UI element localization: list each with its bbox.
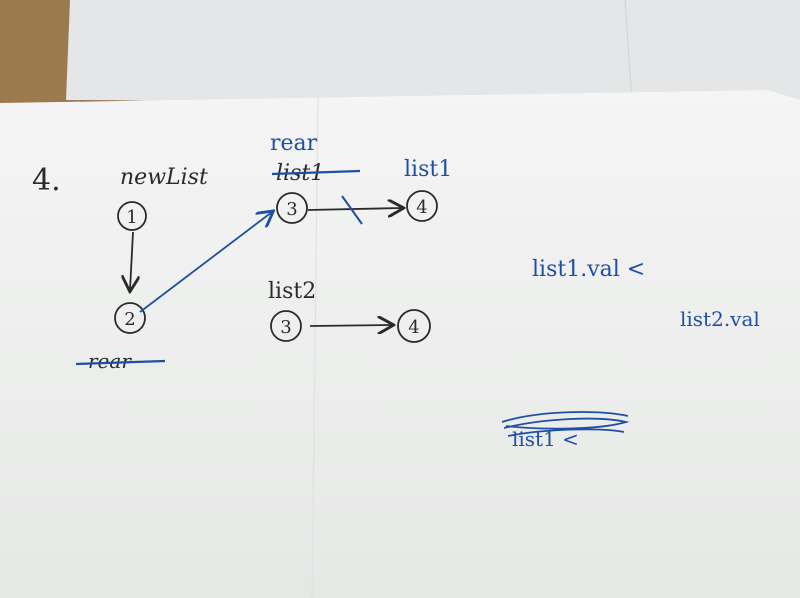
node-circle-3-top xyxy=(276,192,308,224)
scribble-strokes xyxy=(501,411,630,437)
rear-struck-label: rear xyxy=(88,349,132,373)
list2-label: list2 xyxy=(268,279,316,304)
arrow-3-to-4-bottom xyxy=(309,325,392,326)
list1-blue-label: list1 xyxy=(404,157,452,182)
node-value-3-bottom: 3 xyxy=(280,317,291,338)
arrow-1-to-2 xyxy=(130,231,133,290)
node-circle-4-top xyxy=(406,190,438,222)
node-value-3-top: 3 xyxy=(286,199,297,220)
newlist-label: newList xyxy=(120,165,208,190)
front-paper-fold xyxy=(311,97,319,598)
back-paper-sheet xyxy=(66,0,800,105)
front-paper-sheet xyxy=(0,90,800,598)
node-circle-3-bottom xyxy=(270,310,302,342)
cut-link-mark xyxy=(341,195,363,225)
rear-top-label: rear xyxy=(270,131,318,156)
condition-line-2: list2.val xyxy=(680,307,760,331)
blue-arrow-2-to-3 xyxy=(139,212,272,313)
node-circle-4-bottom xyxy=(397,309,431,343)
list1-strikethrough xyxy=(271,169,361,176)
back-paper-fold xyxy=(624,0,633,101)
node-value-4-top: 4 xyxy=(416,197,427,218)
condition-line-1: list1.val < xyxy=(532,257,645,282)
node-value-4-bottom: 4 xyxy=(408,317,419,338)
step-number: 4. xyxy=(32,163,61,198)
node-circle-1 xyxy=(117,201,147,231)
node-circle-2 xyxy=(114,302,146,334)
node-value-1: 1 xyxy=(126,207,137,228)
node-value-2: 2 xyxy=(124,309,135,330)
arrow-3-to-4-top xyxy=(307,208,402,210)
rear-strikethrough xyxy=(75,359,166,366)
